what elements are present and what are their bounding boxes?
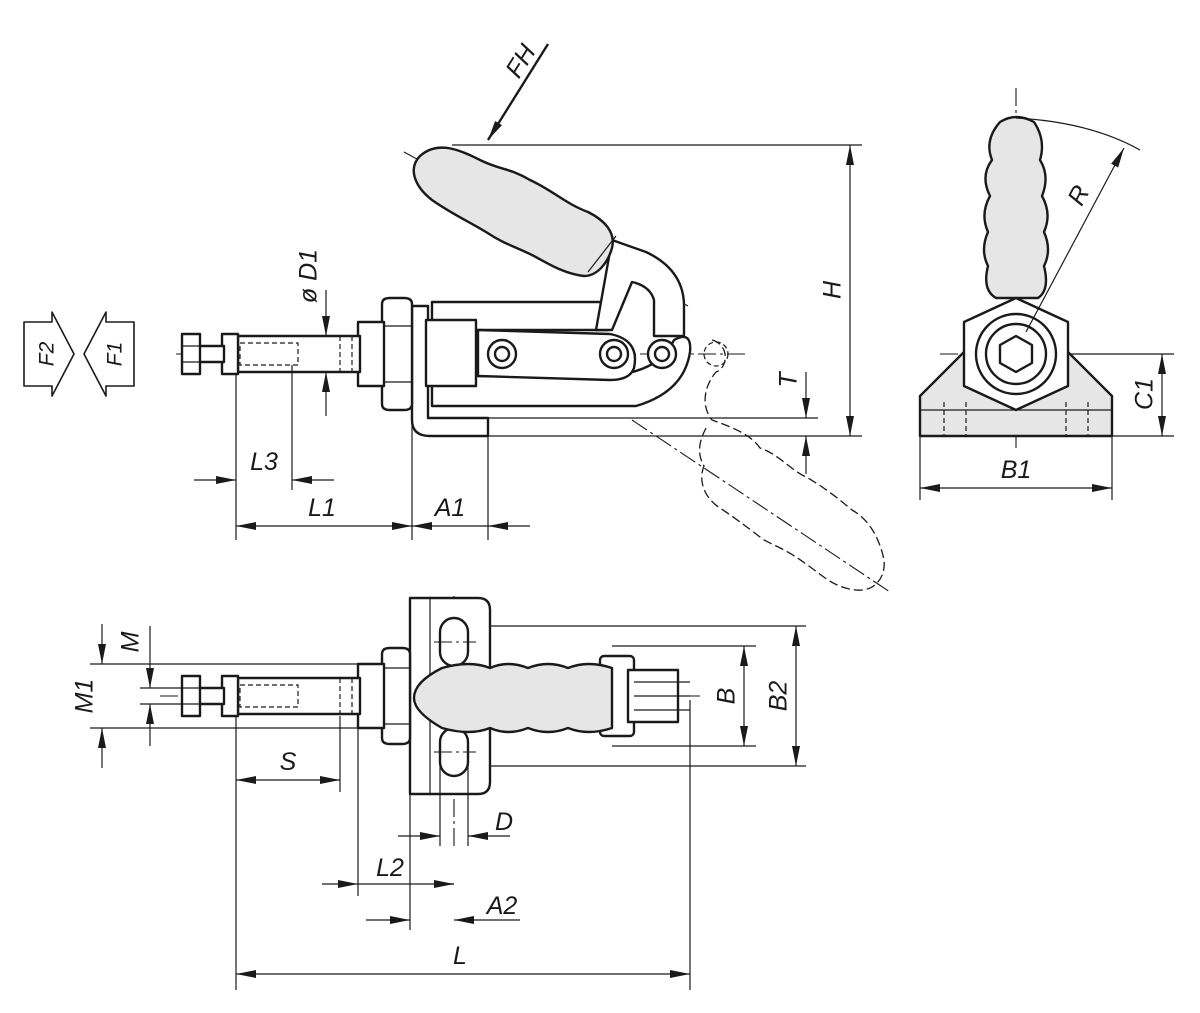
top-view: M1 M S D L2 A2 L B	[71, 596, 806, 990]
force-symbol-f1: F1	[83, 311, 135, 397]
label-d1: ø D1	[295, 249, 323, 303]
label-b1: B1	[1001, 456, 1032, 484]
label-l3: L3	[250, 448, 278, 476]
label-l1: L1	[308, 494, 336, 522]
end-view-handle	[982, 115, 1050, 300]
hex-nut	[380, 296, 414, 412]
end-view: R C1 B1	[918, 88, 1174, 500]
label-d: D	[495, 808, 513, 836]
label-m: M	[117, 631, 145, 652]
label-a2: A2	[485, 892, 518, 920]
label-s: S	[280, 748, 297, 776]
label-t: T	[775, 371, 803, 388]
label-r: R	[1062, 181, 1095, 210]
label-c1: C1	[1131, 378, 1159, 410]
plunger-rod	[236, 334, 362, 374]
side-view: FH H T ø D1 L3 L1 A1	[176, 39, 891, 593]
label-a1: A1	[433, 494, 466, 522]
spindle-head	[180, 332, 202, 376]
threaded-bushing	[356, 320, 386, 388]
lever-arm	[594, 238, 686, 338]
label-f2: F2	[36, 341, 59, 366]
top-view-handle	[412, 662, 614, 734]
guide-sleeve	[424, 318, 478, 388]
force-symbol-f2: F2	[23, 311, 75, 397]
label-h: H	[819, 280, 847, 299]
label-f1: F1	[104, 342, 127, 367]
top-hex-nut	[380, 646, 412, 746]
label-b: B	[713, 688, 741, 705]
label-m1: M1	[71, 679, 99, 714]
label-fh: FH	[500, 39, 542, 83]
label-l: L	[453, 942, 467, 970]
force-fh-arrow	[486, 43, 550, 141]
linkage-bar	[476, 328, 637, 382]
open-handle-phantom	[698, 339, 885, 591]
spindle	[196, 344, 226, 364]
handle-grip	[412, 146, 614, 278]
top-plunger-rod	[236, 676, 362, 716]
label-b2: B2	[765, 681, 793, 712]
label-l2: L2	[376, 854, 404, 882]
